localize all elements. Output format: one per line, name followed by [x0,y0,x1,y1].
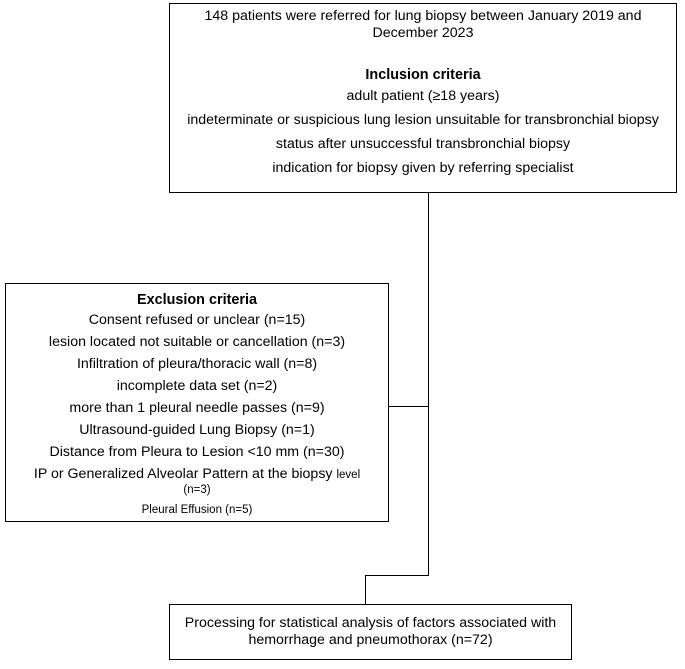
exclusion-item: Infiltration of pleura/thoracic wall (n=… [76,356,318,372]
exclusion-item: Consent refused or unclear (n=15) [88,312,306,328]
referral-text: 148 patients were referred for lung biop… [204,8,642,41]
exclusion-item-ip-level: level [336,469,361,481]
exclusion-item: Distance from Pleura to Lesion <10 mm (n… [49,444,345,460]
exclusion-item-ip-count: (n=3) [183,484,211,496]
exclusion-item-ip-main: IP or Generalized Alveolar Pattern at th… [33,466,333,482]
connector-elbow [365,575,429,577]
exclusion-item-effusion: Pleural Effusion (n=5) [141,504,253,516]
exclusion-box: Exclusion criteria Consent refused or un… [5,283,389,522]
inclusion-box: 148 patients were referred for lung biop… [169,3,677,193]
inclusion-heading: Inclusion criteria [365,67,481,83]
inclusion-item: indication for biopsy given by referring… [272,160,574,176]
connector-middle-down [428,406,430,576]
connector-to-exclusion [389,406,429,408]
inclusion-item: status after unsuccessful transbronchial… [275,136,571,152]
connector-to-final [365,575,367,604]
exclusion-item: lesion located not suitable or cancellat… [48,334,346,350]
exclusion-heading: Exclusion criteria [137,292,257,308]
inclusion-item: indeterminate or suspicious lung lesion … [187,112,659,128]
final-analysis-box: Processing for statistical analysis of f… [169,604,572,660]
exclusion-item: incomplete data set (n=2) [116,378,278,394]
inclusion-item: adult patient (≥18 years) [346,88,500,104]
exclusion-item: more than 1 pleural needle passes (n=9) [69,400,325,416]
exclusion-item-ip: IP or Generalized Alveolar Pattern at th… [6,466,388,484]
final-analysis-text: Processing for statistical analysis of f… [184,615,557,648]
exclusion-item: Ultrasound-guided Lung Biopsy (n=1) [79,422,315,438]
connector-top-to-middle [428,193,430,407]
